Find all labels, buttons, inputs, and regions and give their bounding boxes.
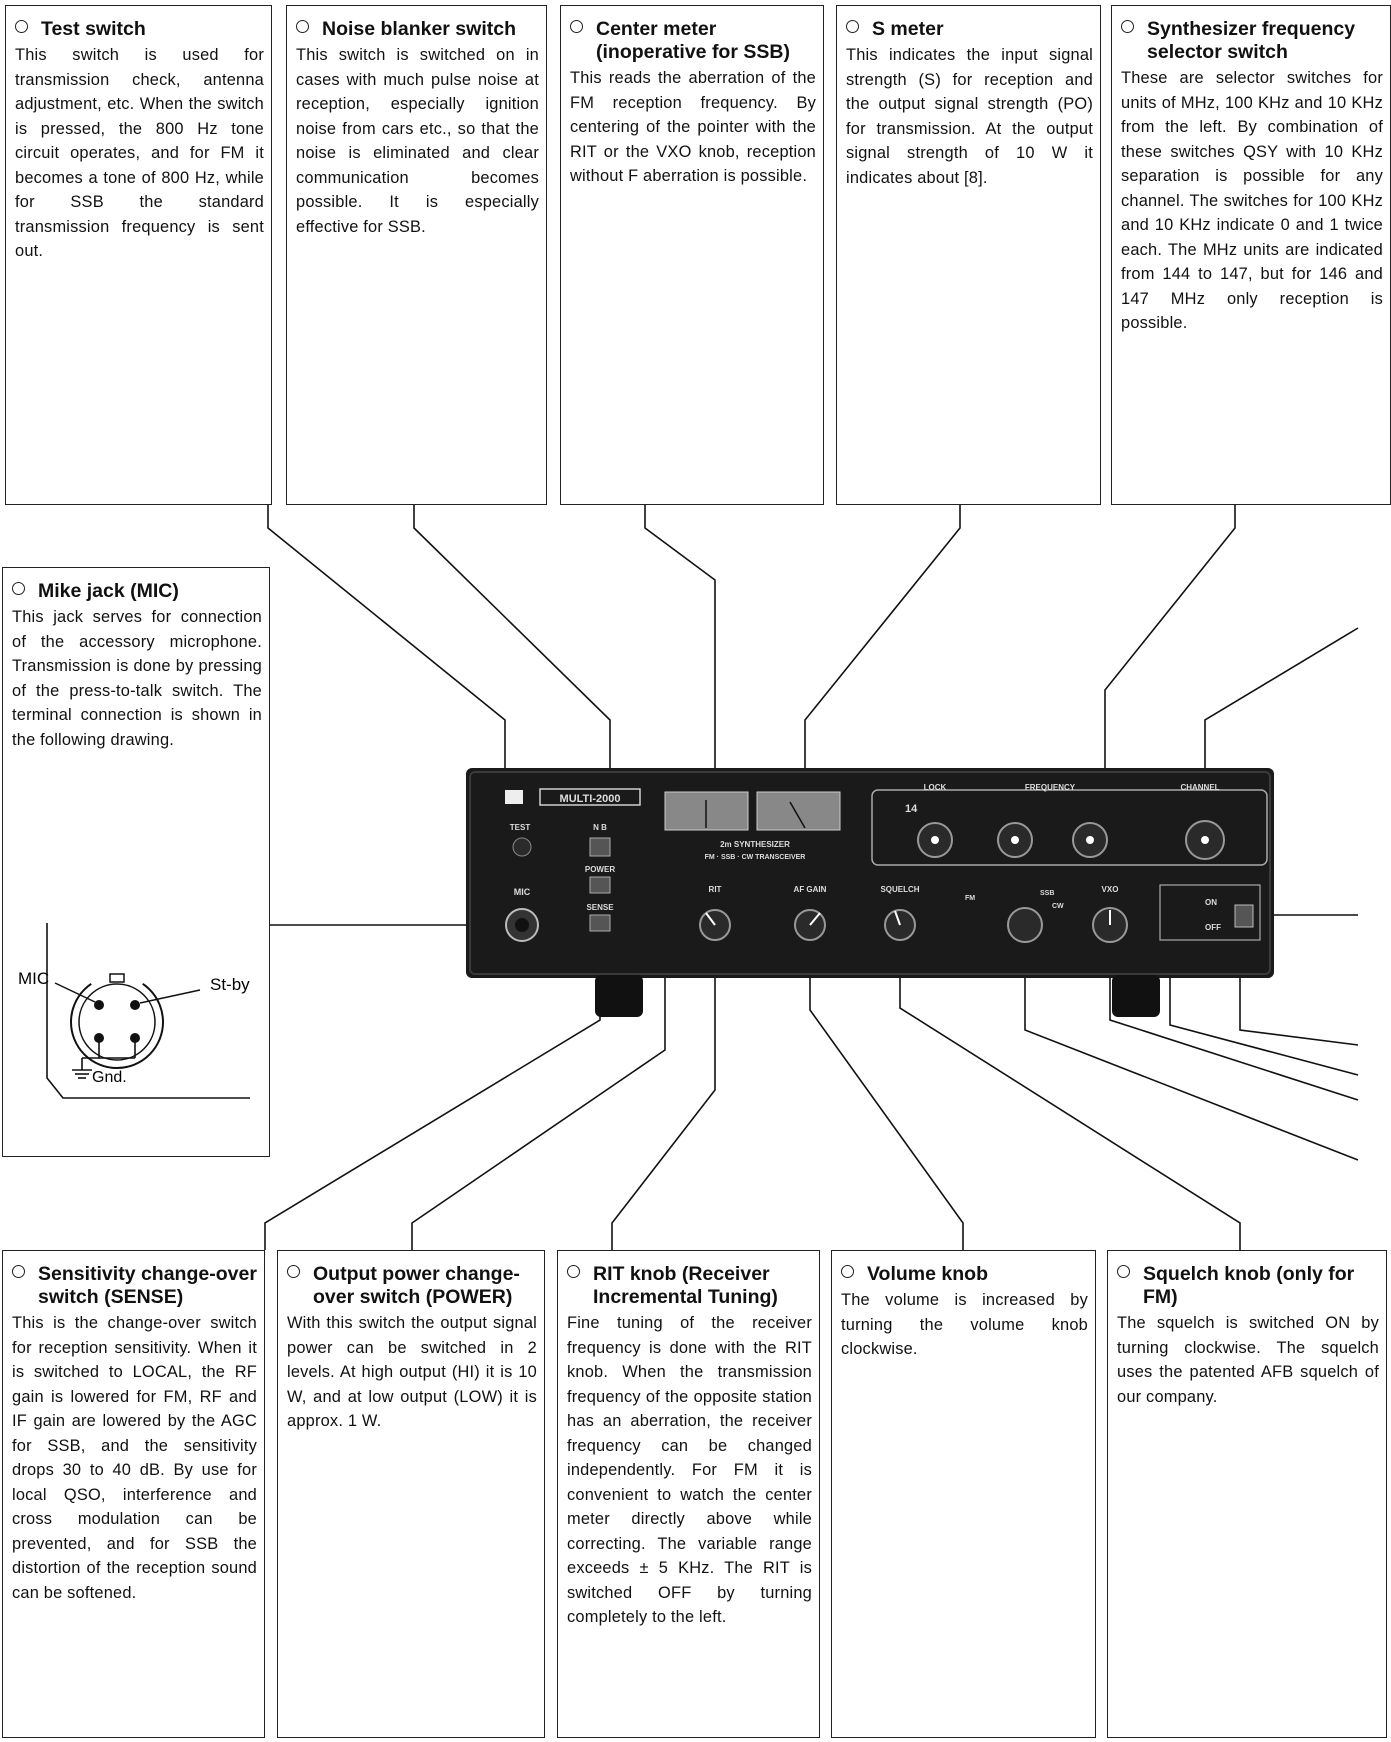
box-body: The volume is increased by turning the v… (841, 1291, 1088, 1358)
bullet-circle-icon (570, 20, 583, 33)
svg-text:14: 14 (905, 803, 918, 815)
mike-jack-box: Mike jack (MIC) This jack serves for con… (2, 567, 270, 1157)
box-title: Sensitivity change-over switch (SENSE) (12, 1263, 257, 1309)
svg-text:VXO: VXO (1102, 885, 1119, 894)
box-title: RIT knob (Receiver Incremental Tuning) (567, 1263, 812, 1309)
squelch-knob-box: Squelch knob (only for FM) The squelch i… (1107, 1250, 1387, 1738)
svg-text:SSB: SSB (1040, 890, 1054, 897)
stby-pin-label: St-by (210, 975, 250, 994)
box-title: Noise blanker switch (296, 18, 539, 41)
svg-text:AF GAIN: AF GAIN (794, 885, 827, 894)
bullet-circle-icon (1121, 20, 1134, 33)
bullet-circle-icon (841, 1265, 854, 1278)
diagram-canvas: MULTI-2000 TEST N B POWER SENSE MIC 2m S… (18, 505, 1359, 1250)
box-body: This reads the aberration of the FM rece… (570, 69, 816, 185)
bullet-circle-icon (12, 582, 25, 595)
svg-text:FREQUENCY: FREQUENCY (1025, 783, 1076, 792)
box-body: Fine tuning of the receiver frequency is… (567, 1314, 812, 1626)
box-body: This is the change-over switch for recep… (12, 1314, 257, 1602)
svg-text:CHANNEL: CHANNEL (1180, 783, 1219, 792)
box-title: Output power change-over switch (POWER) (287, 1263, 537, 1309)
mode-knob[interactable] (1007, 907, 1043, 943)
svg-text:N B: N B (593, 823, 607, 832)
leader-test (267, 505, 506, 815)
bullet-circle-icon (567, 1265, 580, 1278)
sense-switch[interactable] (589, 914, 611, 932)
svg-text:ON: ON (1205, 898, 1217, 907)
test-switch[interactable] (512, 837, 532, 857)
leader-synth (1104, 505, 1236, 830)
synthesizer-selector-box: Synthesizer frequency selector switch Th… (1111, 5, 1391, 505)
svg-text:FM: FM (965, 895, 975, 902)
svg-text:OFF: OFF (1205, 923, 1221, 932)
box-title: Test switch (15, 18, 264, 41)
power-switch[interactable] (589, 876, 611, 894)
box-title: Center meter (inoperative for SSB) (570, 18, 816, 64)
svg-text:FM · SSB · CW TRANSCEIVER: FM · SSB · CW TRANSCEIVER (705, 854, 806, 861)
svg-text:POWER: POWER (585, 865, 615, 874)
bullet-circle-icon (12, 1265, 25, 1278)
box-body: With this switch the output signal power… (287, 1314, 537, 1430)
box-title: Squelch knob (only for FM) (1117, 1263, 1379, 1309)
nb-switch[interactable] (589, 837, 611, 857)
bullet-circle-icon (1117, 1265, 1130, 1278)
gnd-pin-label: Gnd. (92, 1069, 127, 1086)
box-title: Synthesizer frequency selector switch (1121, 18, 1383, 64)
bullet-circle-icon (15, 20, 28, 33)
bullet-circle-icon (846, 20, 859, 33)
s-meter (756, 791, 841, 831)
svg-text:TEST: TEST (510, 823, 531, 832)
panel-foot-left (595, 975, 643, 1017)
power-switch-box: Output power change-over switch (POWER) … (277, 1250, 545, 1738)
svg-text:SENSE: SENSE (586, 903, 614, 912)
leader-center (644, 505, 716, 795)
mic-pin-label: MIC (18, 969, 49, 988)
bullet-circle-icon (287, 1265, 300, 1278)
leader-smeter (804, 505, 961, 795)
volume-knob-box: Volume knob The volume is increased by t… (831, 1250, 1096, 1738)
sense-switch-box: Sensitivity change-over switch (SENSE) T… (2, 1250, 265, 1738)
box-body: This switch is used for transmission che… (15, 46, 264, 260)
s-meter-box: S meter This indicates the input signal … (836, 5, 1101, 505)
box-body: This indicates the input signal strength… (846, 46, 1093, 187)
stby-pin (130, 1000, 140, 1010)
box-title: Mike jack (MIC) (12, 580, 262, 603)
box-body: These are selector switches for units of… (1121, 69, 1383, 332)
rit-knob-box: RIT knob (Receiver Incremental Tuning) F… (557, 1250, 820, 1738)
svg-text:CW: CW (1052, 903, 1064, 910)
svg-text:SQUELCH: SQUELCH (880, 885, 919, 894)
leader-rit (611, 925, 716, 1250)
box-body: This switch is switched on in cases with… (296, 46, 539, 236)
noise-blanker-box: Noise blanker switch This switch is swit… (286, 5, 547, 505)
box-body: This jack serves for connection of the a… (12, 608, 262, 749)
panel-brand: MULTI-2000 (560, 793, 621, 805)
svg-text:MIC: MIC (514, 887, 531, 897)
transceiver-panel: MULTI-2000 TEST N B POWER SENSE MIC 2m S… (466, 768, 1274, 1017)
box-title: S meter (846, 18, 1093, 41)
box-title: Volume knob (841, 1263, 1088, 1286)
panel-foot-right (1112, 975, 1160, 1017)
center-meter-box: Center meter (inoperative for SSB) This … (560, 5, 824, 505)
bullet-circle-icon (296, 20, 309, 33)
svg-text:LOCK: LOCK (924, 783, 947, 792)
test-switch-box: Test switch This switch is used for tran… (5, 5, 272, 505)
mic-pin (94, 1000, 104, 1010)
svg-text:2m SYNTHESIZER: 2m SYNTHESIZER (720, 840, 790, 849)
mic-connector-drawing: MIC St-by Gnd. (18, 923, 250, 1099)
power-on-off-switch[interactable] (1234, 904, 1254, 928)
svg-text:RIT: RIT (709, 885, 722, 894)
box-body: The squelch is switched ON by turning cl… (1117, 1314, 1379, 1406)
